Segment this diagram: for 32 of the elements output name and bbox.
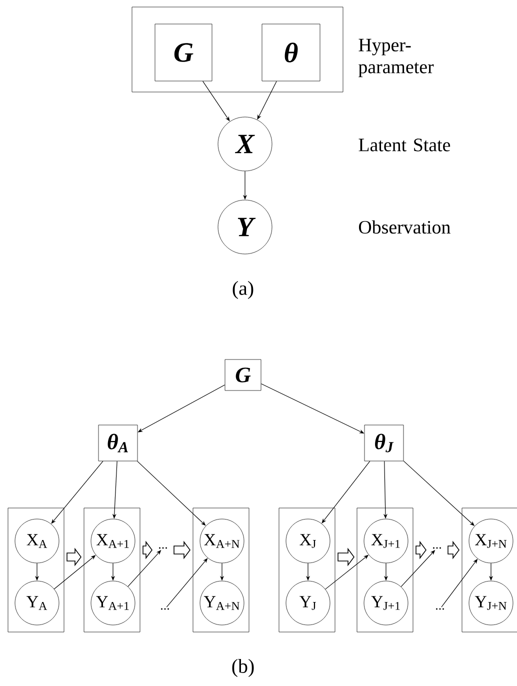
- plate-box: [84, 508, 140, 632]
- ellipsis-text: ...: [159, 547, 167, 549]
- parameter-box: θ: [262, 24, 320, 82]
- block-arrow: [142, 540, 152, 560]
- arrow: [202, 80, 230, 122]
- block-arrow: [338, 548, 354, 566]
- plate-box: [278, 508, 336, 632]
- arrow: [166, 558, 208, 608]
- plate-box: [192, 508, 250, 632]
- panel-label: (b): [232, 658, 254, 678]
- parameter-box: θ$_{J}$: [364, 424, 404, 462]
- plate-box: [8, 508, 64, 632]
- ellipsis-text: ...: [161, 608, 169, 610]
- level-label: Observation: [358, 220, 450, 234]
- plate-box: [356, 508, 414, 632]
- parameter-box: θ$_{A}$: [98, 424, 138, 462]
- ellipsis-text: ...: [436, 608, 444, 610]
- plate-box: [132, 6, 344, 92]
- level-label: Latent State: [358, 138, 450, 152]
- block-arrow: [66, 548, 82, 566]
- parameter-box: G: [154, 24, 212, 82]
- ellipsis-text: ...: [433, 547, 441, 549]
- level-label: Hyper-parameter: [358, 38, 434, 78]
- arrow: [322, 460, 370, 524]
- arrow: [136, 460, 206, 526]
- arrow: [51, 460, 104, 524]
- block-arrow: [448, 540, 460, 560]
- block-arrow: [174, 540, 190, 560]
- block-arrow: [416, 540, 426, 560]
- plate-box: [462, 508, 517, 632]
- parameter-box: G: [224, 359, 262, 391]
- panel-label: (a): [232, 280, 254, 300]
